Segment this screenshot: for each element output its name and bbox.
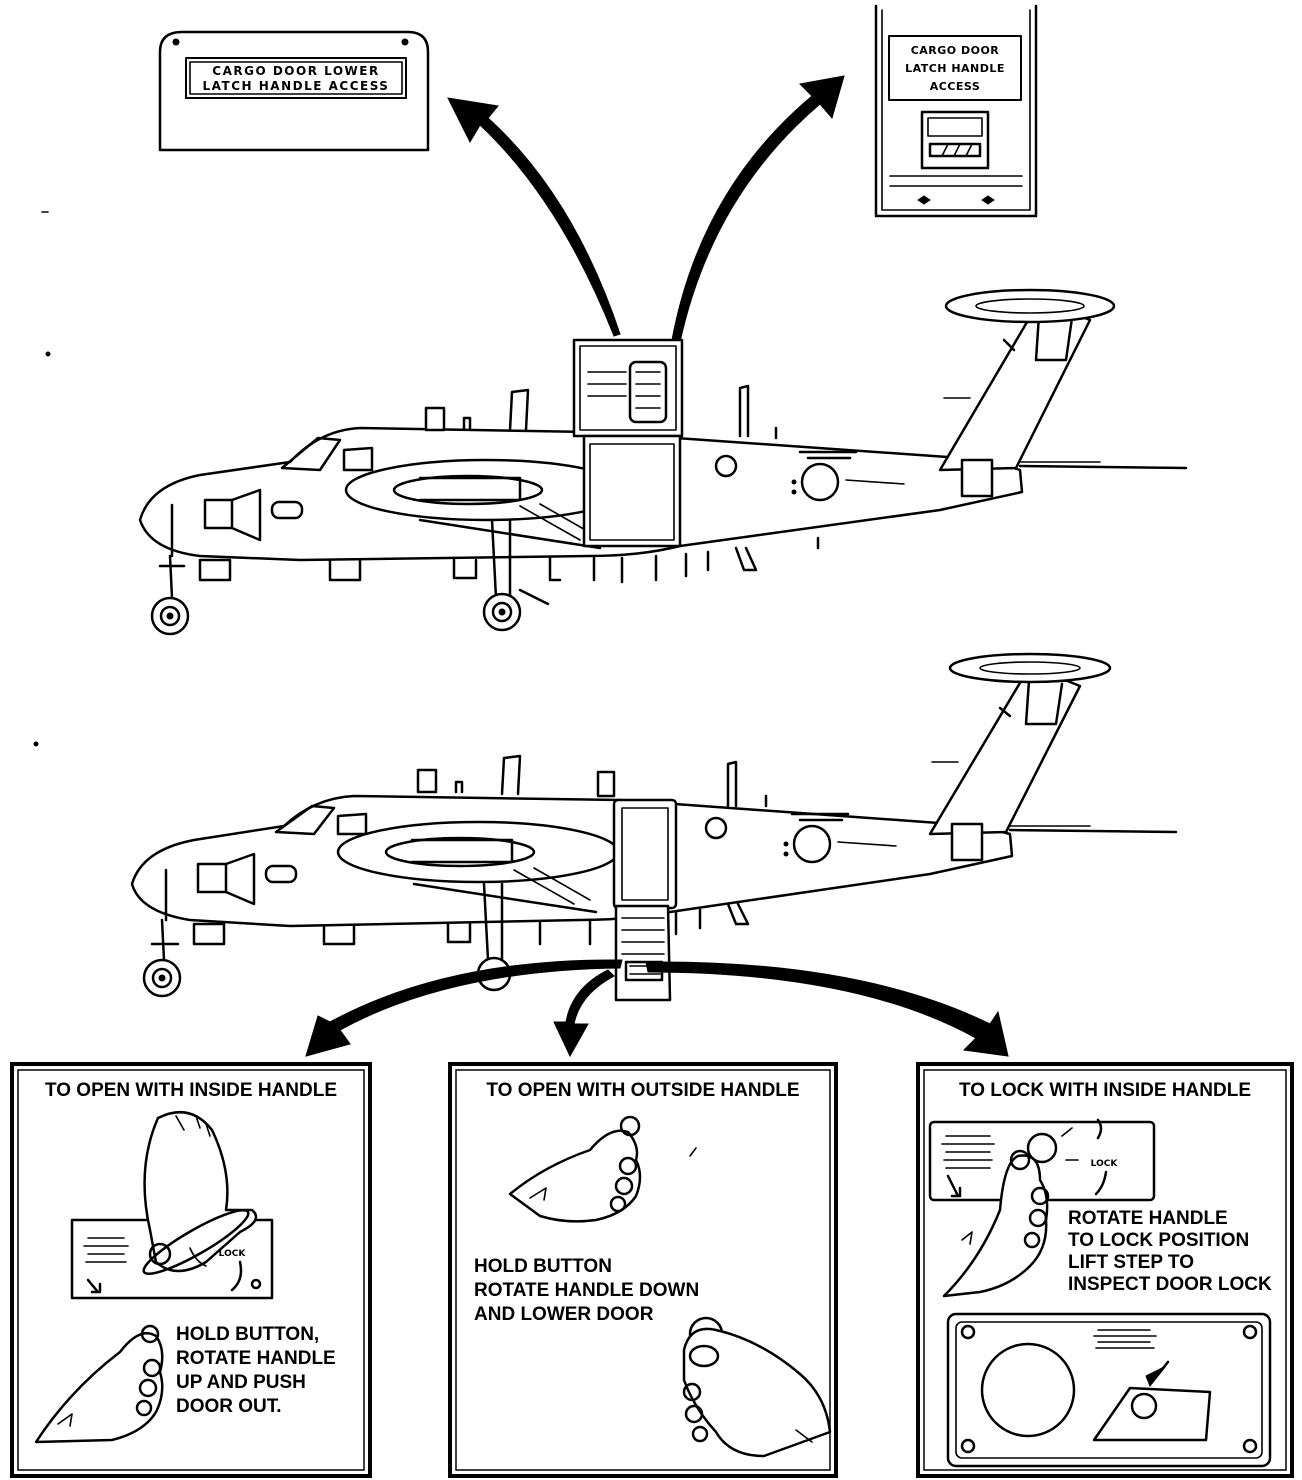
upper-arrows [447, 75, 845, 343]
panel1-instruction-3: UP AND PUSH [176, 1372, 306, 1393]
lower-arrows [305, 959, 1009, 1058]
panel1-instruction-1: HOLD BUTTON, [176, 1324, 319, 1345]
panel3-instruction-4: INSPECT DOOR LOCK [1068, 1274, 1272, 1295]
lower-latch-placard: CARGO DOOR LOWER LATCH HANDLE ACCESS [158, 30, 430, 152]
panel3-placard-lock: LOCK [1091, 1159, 1119, 1169]
panel1-title: TO OPEN WITH INSIDE HANDLE [45, 1080, 337, 1101]
panel1-instruction-2: ROTATE HANDLE [176, 1348, 336, 1369]
panel-lock-inside: TO LOCK WITH INSIDE HANDLE LOCK ROTATE H… [916, 1062, 1294, 1478]
lower-latch-placard-line2: LATCH HANDLE ACCESS [203, 79, 390, 93]
panel2-instruction-2: ROTATE HANDLE DOWN [474, 1280, 699, 1301]
panel2-instruction-3: AND LOWER DOOR [474, 1304, 654, 1325]
latch-handle-placard-line2: LATCH HANDLE [905, 62, 1005, 75]
panel2-instruction-1: HOLD BUTTON [474, 1256, 612, 1277]
panel3-title: TO LOCK WITH INSIDE HANDLE [959, 1080, 1251, 1101]
panel3-instruction-2: TO LOCK POSITION [1068, 1230, 1249, 1251]
latch-handle-placard-line1: CARGO DOOR [911, 44, 1000, 57]
latch-handle-placard-line3: ACCESS [930, 80, 981, 93]
panel3-instruction-1: ROTATE HANDLE [1068, 1208, 1228, 1229]
panel3-instruction-3: LIFT STEP TO [1068, 1252, 1194, 1273]
aircraft-door-open [130, 652, 1178, 1002]
panel-open-outside: TO OPEN WITH OUTSIDE HANDLE HOLD BUTTON … [448, 1062, 838, 1478]
lower-latch-placard-line1: CARGO DOOR LOWER [212, 64, 379, 78]
aircraft-door-closed [138, 288, 1188, 636]
latch-handle-placard: CARGO DOOR LATCH HANDLE ACCESS [874, 4, 1038, 218]
panel1-instruction-4: DOOR OUT. [176, 1396, 282, 1417]
panel1-placard-lock: LOCK [219, 1249, 247, 1259]
panel-open-inside: TO OPEN WITH INSIDE HANDLE LOCK HOLD BUT… [10, 1062, 372, 1478]
panel2-title: TO OPEN WITH OUTSIDE HANDLE [486, 1080, 799, 1101]
